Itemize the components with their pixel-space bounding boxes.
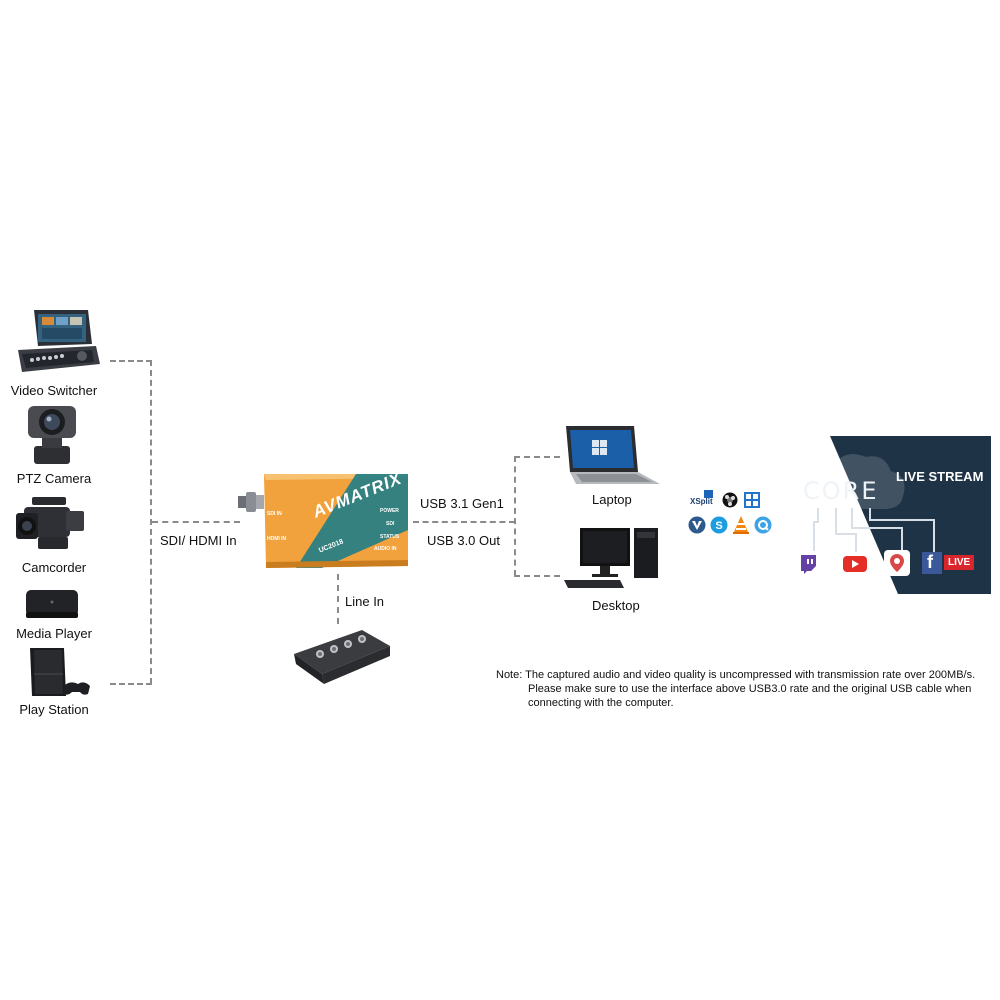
live-stream-title: LIVE STREAM — [896, 469, 984, 484]
xsplit-text: XSplit — [690, 497, 713, 506]
desktop-icon — [564, 526, 664, 590]
connector-line — [413, 521, 515, 523]
live-badge: LIVE — [944, 555, 975, 570]
quicktime-icon — [754, 516, 772, 534]
windows-media-icon — [744, 492, 760, 508]
connector-line — [110, 683, 152, 685]
media-player-icon — [24, 586, 80, 622]
facebook-live-icon: f — [922, 552, 980, 574]
laptop-icon — [562, 422, 662, 488]
skype-icon: S — [710, 516, 728, 534]
connector-line — [514, 456, 560, 458]
connector-line — [152, 521, 240, 523]
video-switcher-icon — [16, 308, 100, 376]
audio-mixer-icon — [292, 624, 392, 686]
facebook-letter: f — [927, 552, 933, 572]
capture-device — [236, 470, 412, 574]
periscope-icon — [884, 550, 910, 576]
source-label-media-player: Media Player — [16, 626, 92, 641]
svg-text:S: S — [715, 520, 722, 532]
led-power-label: POWER — [380, 508, 399, 514]
camcorder-icon — [14, 493, 86, 553]
note-line-2: Please make sure to use the interface ab… — [528, 683, 972, 695]
port-sdi-label: SDI IN — [267, 511, 282, 517]
port-hdmi-label: HDMI IN — [267, 536, 287, 542]
led-status-label: STATUS — [380, 534, 400, 540]
source-label-camcorder: Camcorder — [21, 560, 87, 575]
connector-line — [150, 360, 152, 684]
cloud-core-text: CORE — [803, 477, 879, 505]
connector-line — [514, 456, 516, 576]
obs-icon — [722, 492, 738, 508]
source-label-ptz-camera: PTZ Camera — [16, 471, 92, 486]
vmix-icon — [688, 516, 706, 534]
xsplit-icon: XSplit — [690, 490, 718, 510]
ptz-camera-icon — [24, 402, 80, 466]
connector-line — [514, 575, 560, 577]
live-stream-panel — [786, 436, 991, 594]
vlc-icon — [732, 515, 750, 535]
input-label: SDI/ HDMI In — [160, 533, 237, 548]
led-audio-label: AUDIO IN — [374, 546, 397, 552]
note-text: Note: The captured audio and video quali… — [496, 668, 996, 710]
led-sdi-label: SDI — [386, 521, 395, 527]
connector-line — [110, 360, 152, 362]
laptop-label: Laptop — [592, 492, 632, 507]
connector-line — [337, 574, 339, 624]
twitch-icon — [796, 551, 820, 575]
play-station-icon — [28, 646, 92, 698]
source-label-play-station: Play Station — [19, 702, 89, 717]
usb-gen-label: USB 3.1 Gen1 — [420, 496, 504, 511]
source-label-video-switcher: Video Switcher — [10, 383, 98, 398]
usb-out-label: USB 3.0 Out — [427, 533, 500, 548]
youtube-icon — [840, 553, 870, 575]
desktop-label: Desktop — [592, 598, 640, 613]
line-in-label: Line In — [345, 594, 385, 609]
note-line-1: Note: The captured audio and video quali… — [496, 669, 976, 681]
note-line-3: connecting with the computer. — [528, 697, 674, 709]
